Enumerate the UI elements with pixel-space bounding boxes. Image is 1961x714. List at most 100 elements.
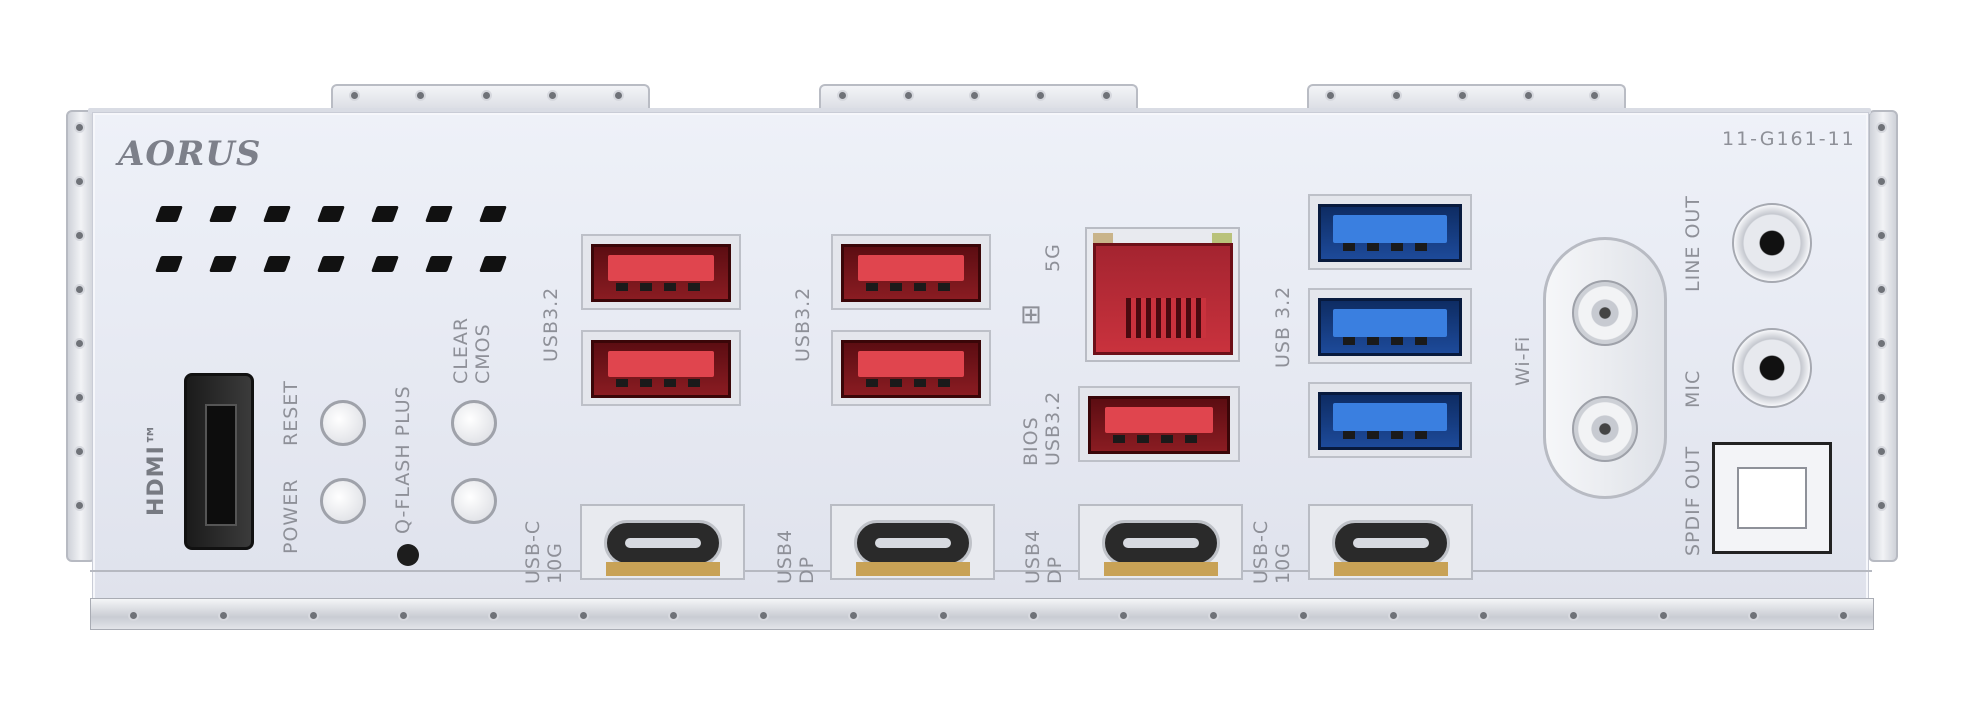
bios-usb32-label: BIOS USB3.2	[1020, 390, 1064, 466]
rivet	[1840, 612, 1847, 619]
usb-a-frame-4	[831, 330, 991, 406]
rivet	[839, 92, 846, 99]
usbc-10g-port-right[interactable]	[1332, 520, 1450, 566]
rivet	[1480, 612, 1487, 619]
rivet	[220, 612, 227, 619]
usbc-10g-left-label: USB-C 10G	[522, 519, 566, 584]
rivet	[351, 92, 358, 99]
rivet	[1878, 394, 1885, 401]
rivet	[130, 612, 137, 619]
rivet	[1210, 612, 1217, 619]
rivet	[971, 92, 978, 99]
spdif-shutter	[1737, 467, 1807, 529]
rivet	[670, 612, 677, 619]
part-number: 11-G161-11	[1722, 128, 1856, 150]
usb32-label-1: USB3.2	[540, 286, 562, 362]
line-out-jack[interactable]	[1732, 203, 1812, 283]
rivet	[76, 232, 83, 239]
rivet	[76, 340, 83, 347]
rivet	[549, 92, 556, 99]
rivet	[1878, 286, 1885, 293]
usbc-frame-3	[1078, 504, 1243, 580]
mic-label: MIC	[1682, 369, 1704, 408]
rivet	[1878, 124, 1885, 131]
usb4-dp-port-2[interactable]	[1102, 520, 1220, 566]
rivet	[76, 124, 83, 131]
usb4-dp-label-1: USB4 DP	[774, 528, 818, 584]
usb32-port-3[interactable]	[841, 244, 981, 302]
rivet	[1878, 340, 1885, 347]
top-tab-left	[331, 84, 650, 112]
spdif-out-port[interactable]	[1712, 442, 1832, 554]
rivet	[417, 92, 424, 99]
usb32-port-4[interactable]	[841, 340, 981, 398]
right-flange	[1868, 110, 1898, 562]
rivet	[76, 178, 83, 185]
top-tab-center	[819, 84, 1138, 112]
rivet	[1570, 612, 1577, 619]
rivet	[940, 612, 947, 619]
hdmi-port[interactable]	[184, 373, 254, 550]
usb32-blue-port-2[interactable]	[1318, 298, 1462, 356]
line-out-label: LINE OUT	[1682, 195, 1704, 292]
aorus-logo: AORUS	[118, 134, 262, 174]
rivet	[1660, 612, 1667, 619]
rivet	[310, 612, 317, 619]
usb32-port-2[interactable]	[591, 340, 731, 398]
rivet	[400, 612, 407, 619]
wifi-label: Wi-Fi	[1512, 335, 1534, 386]
usbc-10g-port-left[interactable]	[604, 520, 722, 566]
usb-a-frame-2	[581, 330, 741, 406]
power-label: POWER	[280, 478, 302, 554]
usb32-blue-port-1[interactable]	[1318, 204, 1462, 262]
q-flash-led	[397, 544, 419, 566]
usb32-label-2: USB3.2	[792, 286, 814, 362]
rivet	[483, 92, 490, 99]
usb4-dp-port-1[interactable]	[854, 520, 972, 566]
wifi-antenna-module	[1543, 237, 1667, 499]
rivet	[76, 394, 83, 401]
usb-a-frame-3	[831, 234, 991, 310]
rivet	[1525, 92, 1532, 99]
rivet	[1591, 92, 1598, 99]
rivet	[1393, 92, 1400, 99]
usbc-10g-right-label: USB-C 10G	[1250, 519, 1294, 584]
rivet	[905, 92, 912, 99]
bios-usb32-port[interactable]	[1088, 396, 1230, 454]
mic-jack[interactable]	[1732, 328, 1812, 408]
usb32-port-1[interactable]	[591, 244, 731, 302]
wifi-antenna-connector-2[interactable]	[1572, 396, 1638, 462]
lan-icon: ⊞	[1020, 300, 1043, 330]
plate-top-edge	[88, 108, 1871, 114]
rivet	[580, 612, 587, 619]
usb4-dp-label-2: USB4 DP	[1022, 528, 1066, 584]
wifi-antenna-connector-1[interactable]	[1572, 280, 1638, 346]
rivet	[1327, 92, 1334, 99]
usb-blue-frame-3	[1308, 382, 1472, 458]
rivet	[1878, 448, 1885, 455]
power-button[interactable]	[320, 478, 366, 524]
usbc-frame-1	[580, 504, 745, 580]
reset-button[interactable]	[320, 400, 366, 446]
spdif-out-label: SPDIF OUT	[1682, 445, 1704, 556]
rivet	[1120, 612, 1127, 619]
lan-5g-label: 5G	[1042, 243, 1064, 272]
usb-a-frame-1	[581, 234, 741, 310]
rivet	[1750, 612, 1757, 619]
lan-port[interactable]	[1093, 243, 1233, 355]
clear-cmos-label: CLEAR CMOS	[450, 316, 494, 384]
top-tab-right	[1307, 84, 1626, 112]
rivet	[760, 612, 767, 619]
usb-blue-frame-2	[1308, 288, 1472, 364]
clear-cmos-button[interactable]	[451, 400, 497, 446]
rivet	[1103, 92, 1110, 99]
q-flash-plus-button[interactable]	[451, 478, 497, 524]
rivet	[490, 612, 497, 619]
rivet	[1878, 178, 1885, 185]
usb32-blue-port-3[interactable]	[1318, 392, 1462, 450]
bottom-rail	[90, 598, 1874, 630]
lan-port-frame	[1085, 227, 1240, 362]
left-flange	[66, 110, 96, 562]
rivet	[1459, 92, 1466, 99]
rivet	[1878, 502, 1885, 509]
